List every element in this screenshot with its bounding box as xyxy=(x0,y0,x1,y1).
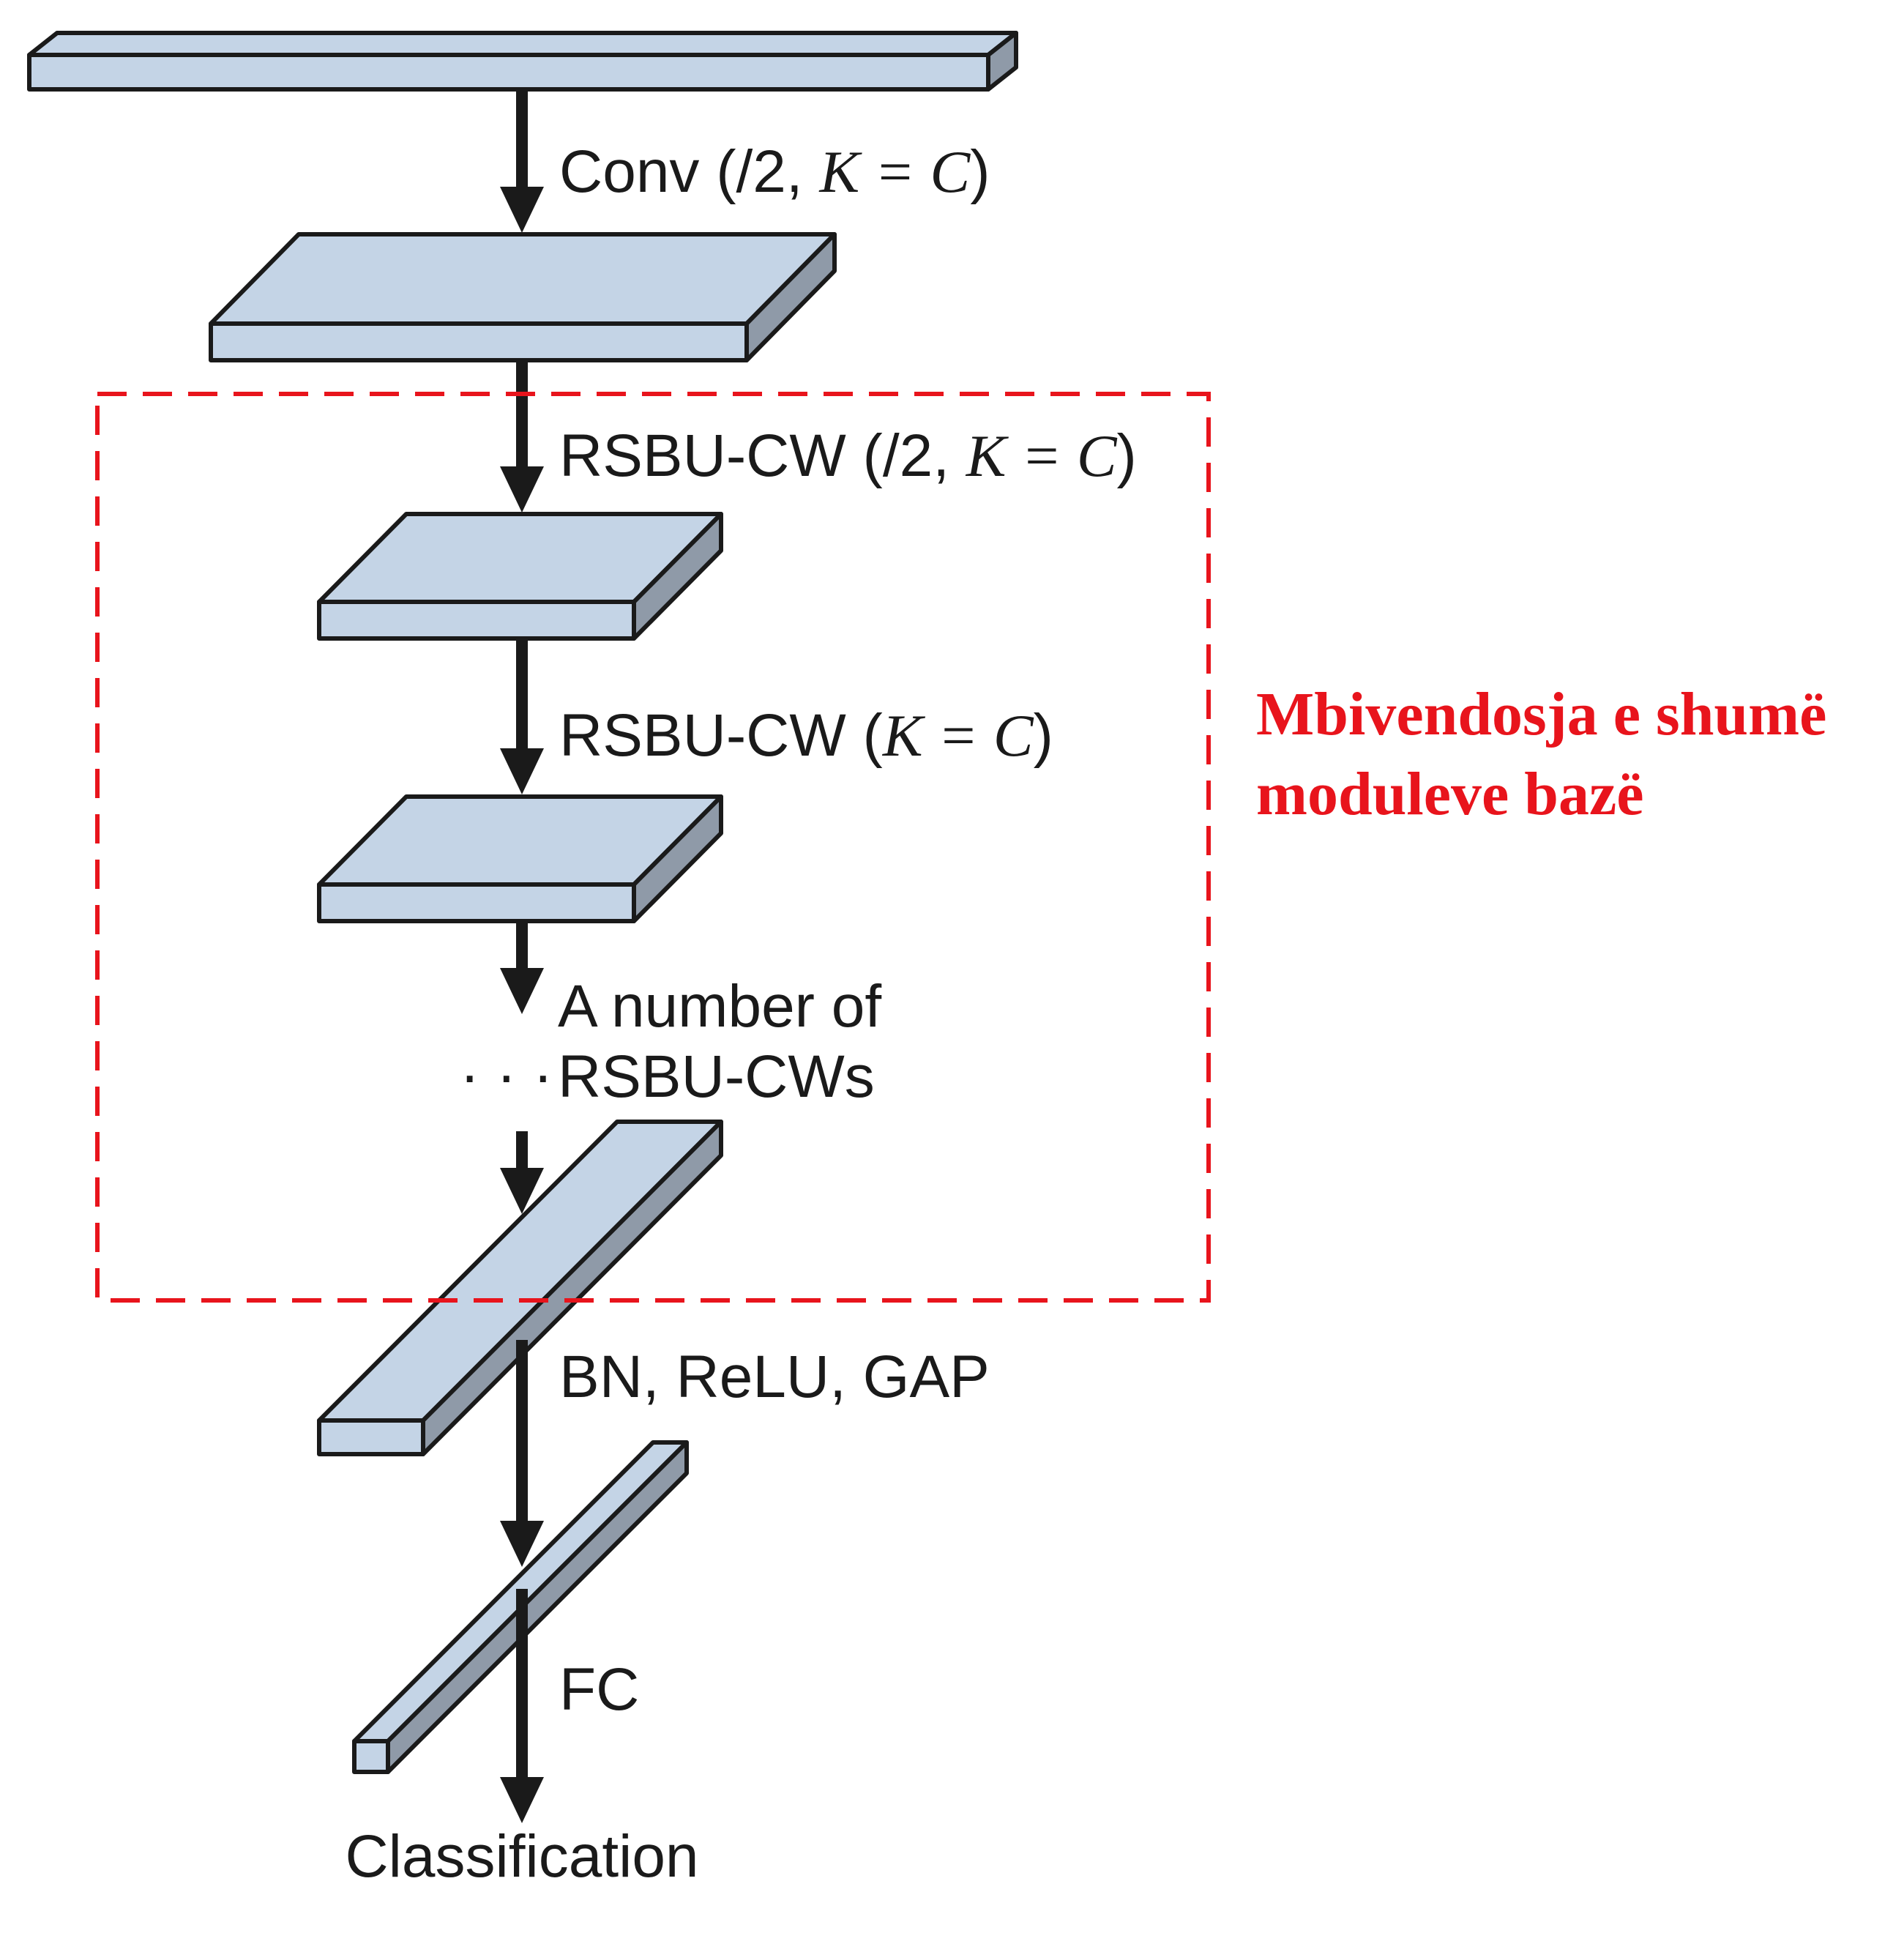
annotation-line2: moduleve bazë xyxy=(1256,760,1644,828)
bn-relu-gap-label: BN, ReLU, GAP xyxy=(559,1344,990,1410)
annotation-line1: Mbivendosja e shumë xyxy=(1256,680,1826,748)
arrow-many-rsbu xyxy=(500,921,544,1014)
rsbu-cw-label: RSBU-CW (K = C) xyxy=(559,702,1053,769)
rsbu-cw-downsample-label: RSBU-CW (/2, K = C) xyxy=(559,422,1137,489)
arrow-bn-relu-gap xyxy=(500,1340,544,1567)
rsbu-output-block-1 xyxy=(317,512,723,641)
input-layer-block xyxy=(27,31,1018,92)
conv-label: Conv (/2, K = C) xyxy=(559,138,990,205)
conv-output-block xyxy=(209,232,837,362)
final-feature-block xyxy=(317,1120,723,1456)
number-of-label-line1: A number of xyxy=(558,973,881,1040)
ellipsis-dots: · · · xyxy=(460,1042,553,1109)
classification-label: Classification xyxy=(345,1823,698,1890)
fc-label: FC xyxy=(559,1656,639,1723)
arrow-fc xyxy=(500,1589,544,1823)
stacked-modules-highlight-box xyxy=(95,392,1211,1303)
arrow-rsbu-1 xyxy=(500,360,544,513)
number-of-label-line2: RSBU-CWs xyxy=(558,1043,875,1110)
arrow-conv xyxy=(500,89,544,233)
arrow-rsbu-2 xyxy=(500,638,544,794)
rsbu-output-block-2 xyxy=(317,794,723,923)
arrow-to-last-block xyxy=(500,1131,544,1214)
